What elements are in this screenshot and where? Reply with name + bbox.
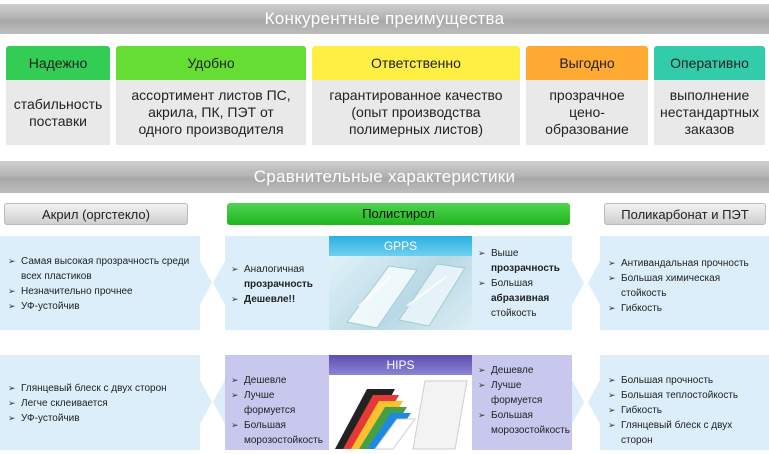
list-item: Большая абразивная стойкость	[476, 276, 568, 321]
list-item: Большая морозостойкость	[476, 408, 570, 438]
arrow-left-icon	[588, 380, 600, 424]
list-item: Большая морозостойкость	[229, 418, 326, 448]
list-item: Большая прочность	[606, 373, 763, 388]
list-item: Аналогичная прозрачность	[229, 262, 326, 292]
gpps-image: GPPS	[329, 236, 472, 330]
list-item: Дешевле!!	[229, 292, 326, 307]
arrow-left-icon	[588, 261, 600, 305]
list-item: Легче склеивается	[6, 396, 194, 411]
arrow-left-icon	[213, 261, 225, 305]
comparison-banner: Сравнительные характеристики	[0, 161, 769, 193]
list-item: Дешевле	[476, 363, 568, 378]
gpps-label: GPPS	[329, 236, 472, 256]
list-item: УФ-устойчив	[6, 299, 194, 314]
list-item: Самая высокая прозрачность среди всех пл…	[6, 254, 194, 284]
list-item: Глянцевый блеск с двух сторон	[6, 381, 194, 396]
list-item: Антивандальная прочность	[606, 256, 763, 271]
polycarbonate-header: Поликарбонат и ПЭТ	[604, 203, 766, 225]
competitive-advantages-banner: Конкурентные преимущества	[0, 4, 769, 34]
list-item: Лучше формуется	[229, 388, 326, 418]
list-item: Выше прозрачность	[476, 246, 568, 276]
polycarbonate-row2: Большая прочность Большая теплостойкость…	[600, 355, 769, 450]
hips-sheets-icon	[335, 380, 468, 450]
list-item: Дешевле	[229, 373, 326, 388]
acryl-row1: Самая высокая прозрачность среди всех пл…	[0, 236, 200, 330]
list-item: Гибкость	[606, 301, 763, 316]
acryl-header: Акрил (оргстекло)	[4, 203, 188, 225]
list-item: Незначительно прочнее	[6, 284, 194, 299]
gpps-sheets-icon	[346, 263, 466, 329]
arrow-right-icon	[200, 261, 212, 305]
polystyrene-row2-left: Дешевле Лучше формуется Большая морозост…	[225, 355, 330, 450]
acryl-row2: Глянцевый блеск с двух сторон Легче скле…	[0, 355, 200, 450]
hips-image: HIPS	[329, 355, 472, 450]
advantage-responsible-title: Ответственно	[312, 46, 520, 80]
list-item: Большая химическая стойкость	[606, 271, 763, 301]
advantage-convenient-title: Удобно	[116, 46, 306, 80]
arrow-right-icon	[572, 380, 584, 424]
advantage-profitable-body: прозрачное цено- образование	[526, 80, 648, 145]
polystyrene-header: Полистирол	[227, 203, 570, 225]
polystyrene-row2-right: Дешевле Лучше формуется Большая морозост…	[472, 355, 572, 450]
advantage-profitable-title: Выгодно	[526, 46, 648, 80]
list-item: Большая теплостойкость	[606, 388, 763, 403]
polystyrene-row1-left: Аналогичная прозрачность Дешевле!!	[225, 236, 330, 330]
advantage-reliable-body: стабильность поставки	[6, 80, 110, 145]
arrow-right-icon	[572, 261, 584, 305]
list-item: УФ-устойчив	[6, 411, 194, 426]
advantage-reliable-title: Надежно	[6, 46, 110, 80]
hips-label: HIPS	[329, 355, 472, 375]
arrow-left-icon	[213, 380, 225, 424]
list-item: Глянцевый блеск с двух сторон	[606, 418, 763, 448]
arrow-right-icon	[200, 380, 212, 424]
advantage-responsible-body: гарантированное качество (опыт производс…	[312, 80, 520, 145]
polycarbonate-row1: Антивандальная прочность Большая химичес…	[600, 236, 769, 330]
advantage-prompt-title: Оперативно	[654, 46, 765, 80]
polystyrene-row1-right: Выше прозрачность Большая абразивная сто…	[472, 236, 572, 330]
list-item: Лучше формуется	[476, 378, 568, 408]
advantage-convenient-body: ассортимент листов ПС, акрила, ПК, ПЭТ о…	[116, 80, 306, 145]
list-item: Гибкость	[606, 403, 763, 418]
advantage-prompt-body: выполнение нестандартных заказов	[654, 80, 765, 145]
